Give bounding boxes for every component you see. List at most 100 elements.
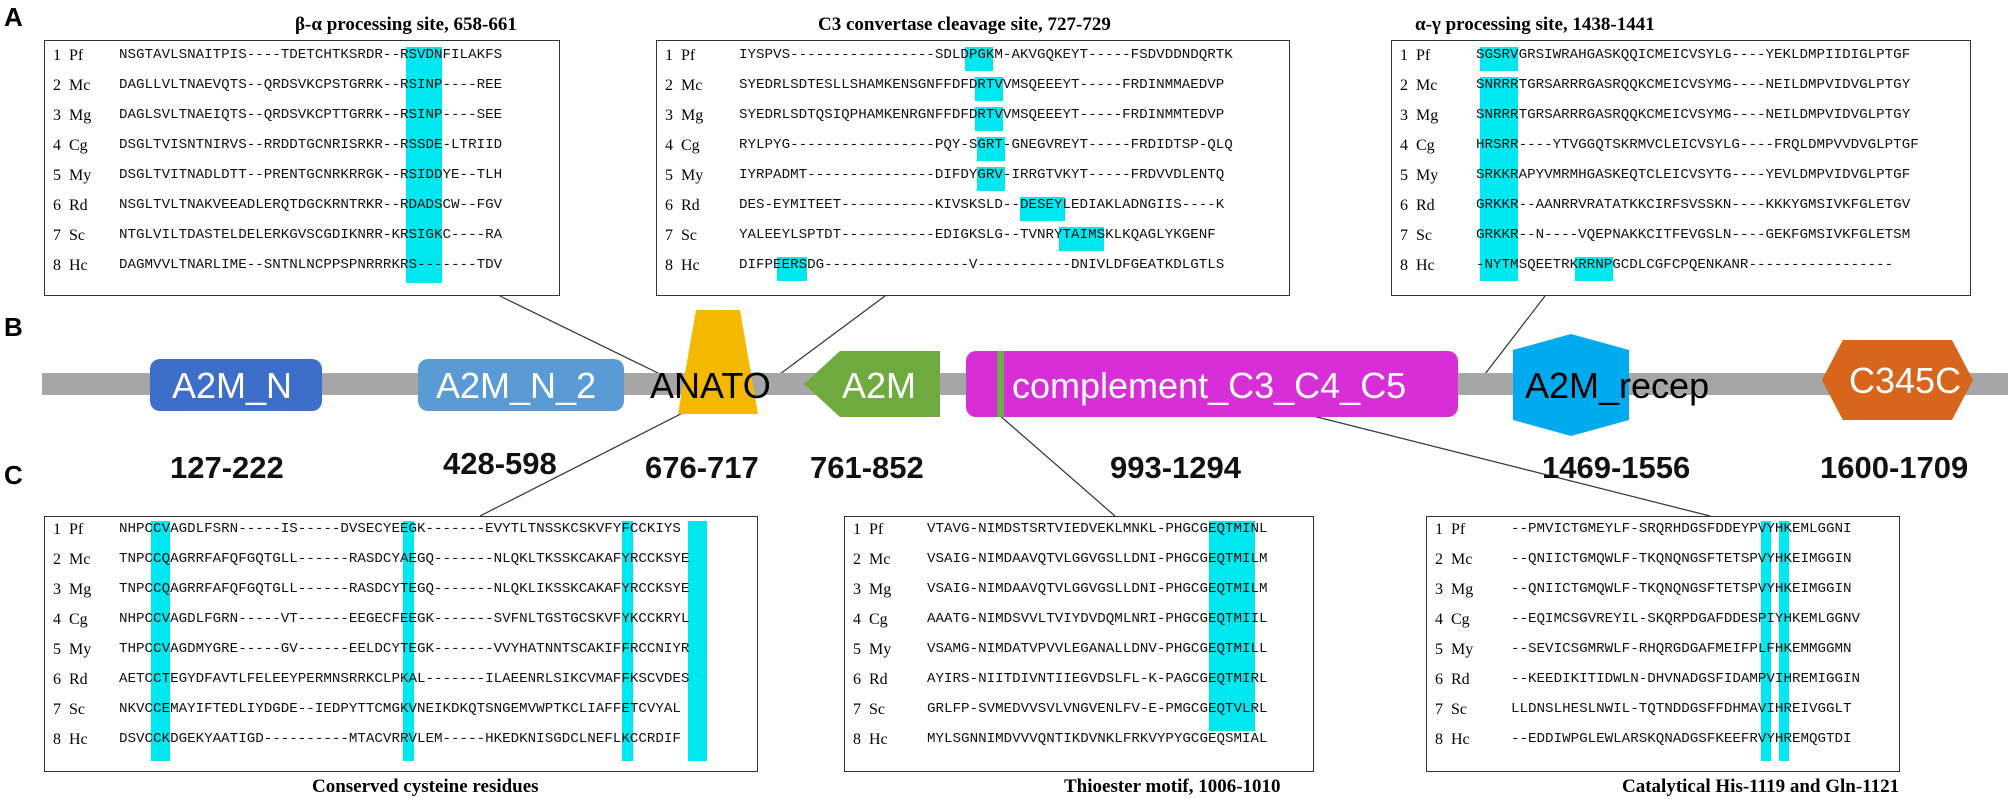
domain-range-a2m-n-2: 428-598 [443, 446, 557, 481]
highlight-cell [975, 107, 1003, 131]
connector-line [479, 393, 721, 517]
highlight-cell [977, 137, 1005, 161]
species-code: Cg [869, 611, 888, 628]
row-number: 3 [1435, 581, 1443, 598]
row-number: 6 [853, 671, 861, 688]
species-code: My [869, 641, 892, 658]
row-number: 1 [665, 47, 673, 64]
row-number: 2 [853, 551, 861, 568]
sequence-text: --EDDIWPGLEWLARSKQNADGSFKEEFRVYHREMQGTDI [1511, 731, 1852, 747]
panel-label-c: C [4, 460, 23, 490]
species-code: Hc [69, 731, 88, 748]
highlight-cell [975, 77, 1003, 101]
row-number: 4 [53, 611, 61, 628]
row-number: 5 [1435, 641, 1443, 658]
domain-range-c345c: 1600-1709 [1820, 450, 1969, 485]
alignment-row: 3 Mg DAGLSVLTNAEIQTS--QRDSVKCPTTGRRK--RSIN… [45, 101, 559, 131]
row-number: 1 [53, 47, 61, 64]
row-number: 8 [1435, 731, 1443, 748]
row-number: 6 [665, 197, 673, 214]
species-code: My [69, 641, 92, 658]
highlight-cell [1059, 227, 1104, 251]
species-code: Sc [69, 227, 85, 244]
sequence-text: DES-EYMITEET-----------KIVSKSLD--DESEYLE… [739, 197, 1225, 213]
highlight-column [1209, 521, 1255, 731]
species-code: Mg [681, 107, 704, 124]
row-number: 5 [1400, 167, 1408, 184]
row-number: 4 [53, 137, 61, 154]
highlight-cell [777, 257, 807, 281]
sequence-text: IYRPADMT---------------DIFDYGRV-IRRGTVKY… [739, 167, 1225, 183]
row-number: 6 [53, 671, 61, 688]
species-code: Sc [869, 701, 885, 718]
row-number: 4 [1400, 137, 1408, 154]
thioester-marker [997, 351, 1004, 417]
species-code: Mg [1416, 107, 1439, 124]
sequence-text: DIFPEERSDG-----------------V-----------D… [739, 257, 1225, 273]
c3-title: C3 convertase cleavage site, 727-729 [818, 14, 1111, 35]
row-number: 4 [665, 137, 673, 154]
sequence-text: --EQIMCSGVREYIL-SKQRPDGAFDDESPIYHKEMLGGN… [1511, 611, 1861, 627]
species-code: Cg [1416, 137, 1435, 154]
highlight-cell [1575, 257, 1613, 281]
sequence-text: NTGLVILTDASTELDELERKGVSCGDIKNRR-KRSIGKC-… [119, 227, 503, 243]
species-code: Mc [869, 551, 891, 568]
row-number: 7 [853, 701, 861, 718]
sequence-text: VTAVG-NIMDSTSRTVIEDVEKLMNKL-PHGCGEQTMINL [927, 521, 1268, 537]
a2m-n-2-domain [418, 359, 624, 411]
row-number: 7 [1435, 701, 1443, 718]
sequence-text: --KEEDIKITIDWLN-DHVNADGSFIDAMPVIHREMIGGI… [1511, 671, 1861, 687]
species-code: Mg [69, 107, 92, 124]
species-code: My [1451, 641, 1474, 658]
species-code: Mc [1451, 551, 1473, 568]
domain-range-a2m-recep: 1469-1556 [1542, 450, 1691, 485]
sequence-text: TNPCCQAGRRFAFQFGQTGLL------RASDCYTEGQ---… [119, 581, 690, 597]
row-number: 2 [1400, 77, 1408, 94]
row-number: 3 [53, 107, 61, 124]
species-code: Hc [869, 731, 888, 748]
sequence-text: IYSPVS-----------------SDLDPGKM-AKVGQKEY… [739, 47, 1233, 63]
highlight-cell [965, 47, 993, 71]
species-code: Mc [69, 77, 91, 94]
sequence-text: DAGMVVLTNARLIME--SNTNLNCPPSPNRRRKRS-----… [119, 257, 503, 273]
sequence-text: AAATG-NIMDSVVLTVIYDVDQMLNRI-PHGCGEQTMIIL [927, 611, 1268, 627]
species-code: Cg [69, 137, 88, 154]
sequence-text: GRKKR--AANRRVRATATKKCIRFSVSSKN----KKKYGM… [1476, 197, 1911, 213]
sequence-text: DSGLTVITNADLDTT--PRENTGCNRKRRGK--RSIDDYE… [119, 167, 503, 183]
connector-line [499, 295, 661, 375]
species-code: Rd [1416, 197, 1435, 214]
sequence-text: GRKKR--N----VQEPNAKKCITFEVGSLN----GEKFGM… [1476, 227, 1911, 243]
connector-line [997, 413, 1116, 517]
sequence-text: NSGTAVLSNAITPIS----TDETCHTKSRDR--RSVDNFI… [119, 47, 503, 63]
sequence-text: YALEEYLSPTDT-----------EDIGKSLG--TVNRYTA… [739, 227, 1216, 243]
sequence-text: AYIRS-NIITDIVNTIIEGVDSLFL-K-PAGCGEQTMIRL [927, 671, 1268, 687]
species-code: Cg [1451, 611, 1470, 628]
species-code: Mg [1451, 581, 1474, 598]
sequence-text: SYEDRLSDTQSIQPHAMKENRGNFFDFDRTVVMSQEEEYT… [739, 107, 1225, 123]
domain-label-anato: ANATO [650, 365, 771, 406]
sequence-text: DAGLSVLTNAEIQTS--QRDSVKCPTTGRRK--RSINP--… [119, 107, 503, 123]
species-code: Rd [69, 197, 88, 214]
species-code: Mg [869, 581, 892, 598]
row-number: 6 [1400, 197, 1408, 214]
species-code: Sc [69, 701, 85, 718]
